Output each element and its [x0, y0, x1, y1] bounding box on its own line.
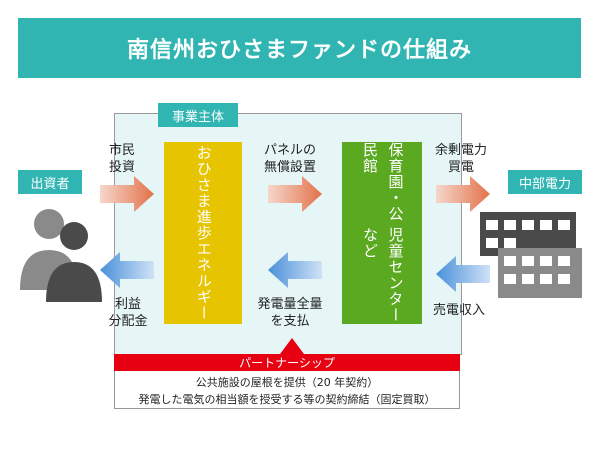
- panel-arrow-right-icon: [268, 176, 322, 212]
- business-entity-tag: 事業主体: [158, 103, 238, 127]
- facility-block: 保育園・公民館 児童センターなど: [342, 142, 422, 324]
- pay-generation-label: 発電量全量 を支払: [257, 297, 323, 329]
- invest-arrow-right-icon: [100, 176, 154, 212]
- profit-arrow-left-icon: [100, 252, 154, 288]
- invest-label: 市民 投資: [108, 143, 135, 175]
- title-bar: 南信州おひさまファンドの仕組み: [18, 18, 581, 78]
- company-name: おひさま進歩エネルギー: [194, 145, 213, 321]
- partnership-line-2: 発電した電気の相当額を授受する等の契約締結（固定買取）: [138, 393, 436, 406]
- panel-install-label: パネルの 無償設置: [263, 143, 316, 175]
- investors-icon: [18, 202, 108, 302]
- sales-revenue-label: 売電収入: [432, 303, 485, 318]
- profit-label: 利益 分配金: [108, 297, 148, 329]
- page-title: 南信州おひさまファンドの仕組み: [126, 38, 472, 63]
- utility-tag: 中部電力: [508, 170, 582, 194]
- sales-arrow-left-icon: [436, 256, 490, 292]
- surplus-arrow-right-icon: [436, 176, 490, 212]
- buildings-icon: [480, 212, 584, 298]
- partnership-details: 公共施設の屋根を提供（20 年契約） 発電した電気の相当額を授受する等の契約締結…: [114, 371, 460, 409]
- partnership-up-arrow-icon: [280, 338, 304, 356]
- payment-arrow-left-icon: [268, 252, 322, 288]
- partnership-line-1: 公共施設の屋根を提供（20 年契約）: [195, 376, 379, 389]
- facility-line-1: 保育園・公民館: [361, 142, 405, 222]
- surplus-power-label: 余剰電力 買電: [434, 143, 487, 175]
- partnership-header: パートナーシップ: [114, 354, 460, 371]
- company-block: おひさま進歩エネルギー: [164, 142, 242, 324]
- facility-line-2: 児童センターなど: [361, 226, 405, 323]
- investor-tag: 出資者: [18, 170, 82, 194]
